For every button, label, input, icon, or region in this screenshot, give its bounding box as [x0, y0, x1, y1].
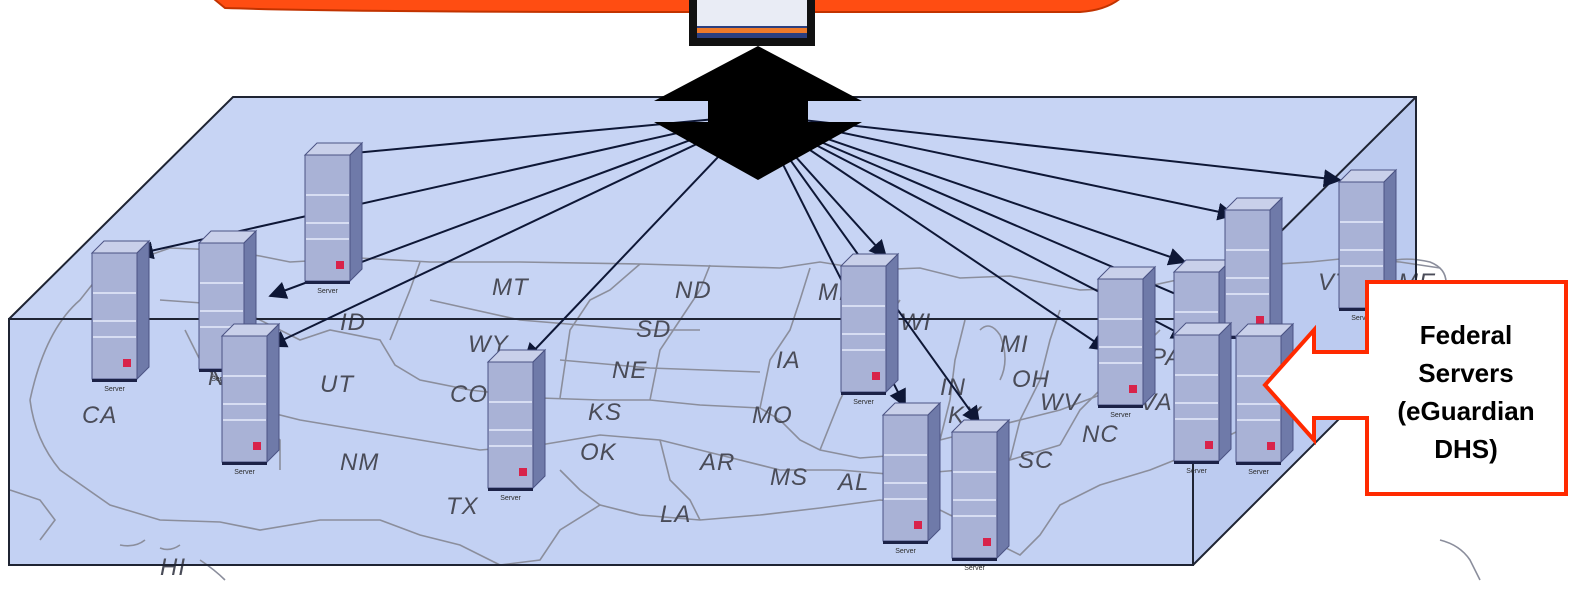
state-label-mt: MT — [492, 274, 530, 301]
server-label: Server — [1110, 412, 1131, 419]
state-label-ne: NE — [612, 357, 647, 384]
federal-servers-callout: Federal Servers (eGuardian DHS) — [1262, 280, 1568, 496]
server-icon: Server — [220, 322, 281, 476]
state-label-ut: UT — [320, 371, 355, 398]
state-label-ms: MS — [770, 464, 808, 491]
server-label: Server — [104, 386, 125, 393]
top-callout-band — [213, 0, 1120, 13]
state-label-ok: OK — [580, 439, 617, 466]
state-label-sc: SC — [1018, 447, 1053, 474]
monitor-icon — [689, 0, 815, 46]
server-label: Server — [1351, 315, 1372, 322]
state-label-sd: SD — [636, 316, 671, 343]
server-icon: Server — [486, 348, 547, 502]
state-label-mo: MO — [752, 402, 793, 429]
state-label-wv: WV — [1040, 389, 1082, 416]
server-icon: Server — [1172, 321, 1233, 475]
state-label-ks: KS — [588, 399, 622, 426]
state-label-wi: WI — [900, 309, 931, 336]
server-label: Server — [1186, 468, 1207, 475]
server-label: Server — [853, 399, 874, 406]
server-icon: Server — [303, 141, 364, 295]
server-icon: Server — [1096, 265, 1157, 419]
state-label-al: AL — [836, 469, 869, 496]
server-icon: Server — [950, 418, 1011, 572]
callout-arrow-shape — [1262, 280, 1568, 496]
state-label-co: CO — [450, 381, 488, 408]
state-label-oh: OH — [1012, 366, 1050, 393]
server-label: Server — [895, 548, 916, 555]
state-label-la: LA — [660, 501, 691, 528]
server-icon: Server — [839, 252, 900, 406]
state-label-mi: MI — [1000, 331, 1029, 358]
state-label-nc: NC — [1082, 421, 1119, 448]
server-icon: Server — [1234, 322, 1295, 476]
connection-arrow — [268, 114, 759, 348]
server-label: Server — [1248, 469, 1269, 476]
callout-line-1: Federal — [1420, 320, 1513, 350]
callout-line-4: DHS) — [1434, 434, 1498, 464]
state-label-ia: IA — [776, 347, 801, 374]
server-label: Server — [500, 495, 521, 502]
state-label-ca: CA — [82, 402, 117, 429]
connection-arrow — [757, 114, 1250, 327]
state-label-nm: NM — [340, 449, 379, 476]
server-icon: Server — [90, 239, 151, 393]
connection-arrow — [757, 114, 1109, 352]
server-label: Server — [234, 469, 255, 476]
callout-line-3: (eGuardian — [1397, 396, 1534, 426]
servers-group: ServerServerServerServerServerServerServ… — [90, 141, 1398, 572]
state-label-tx: TX — [446, 493, 479, 520]
callout-line-2: Servers — [1418, 358, 1513, 388]
server-label: Server — [964, 565, 985, 572]
state-label-id: ID — [340, 309, 366, 336]
server-label: Server — [317, 288, 338, 295]
state-label-nd: ND — [675, 277, 712, 304]
double-arrow-icon — [654, 46, 862, 180]
state-label-ar: AR — [698, 449, 735, 476]
server-icon: Server — [881, 401, 942, 555]
state-label-hi: HI — [160, 554, 186, 581]
connection-arrow — [331, 114, 759, 163]
